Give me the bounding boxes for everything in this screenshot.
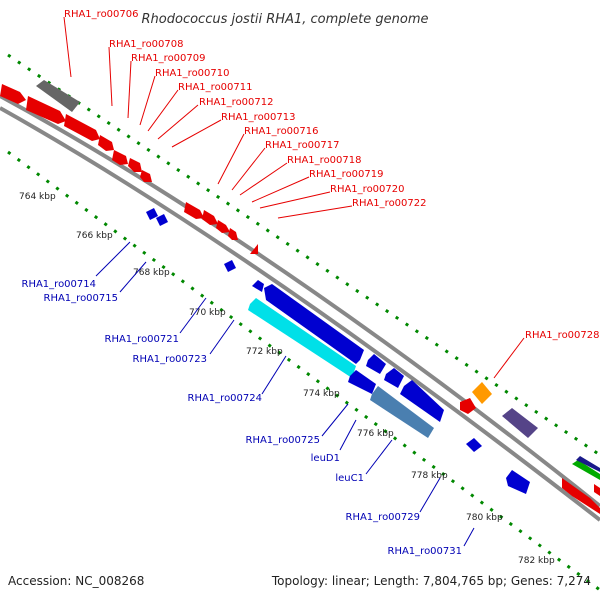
gene-feature[interactable] bbox=[26, 96, 66, 124]
gene-feature[interactable] bbox=[64, 114, 100, 141]
tick-label: 772 kbp bbox=[246, 347, 283, 357]
gene-feature[interactable] bbox=[224, 260, 236, 272]
gene-label[interactable]: RHA1_ro00725 bbox=[246, 435, 321, 446]
gene-label[interactable]: RHA1_ro00720 bbox=[330, 184, 405, 195]
gene-feature-navy[interactable] bbox=[576, 456, 600, 472]
gene-feature[interactable] bbox=[348, 370, 376, 394]
tick-label: 776 kbp bbox=[357, 429, 394, 439]
gene-label[interactable]: RHA1_ro00713 bbox=[221, 112, 296, 123]
gene-feature[interactable] bbox=[216, 220, 230, 233]
gene-feature-gray[interactable] bbox=[36, 80, 80, 112]
gene-feature[interactable] bbox=[460, 398, 476, 414]
gene-label[interactable]: RHA1_ro00722 bbox=[352, 198, 427, 209]
forward-genes bbox=[0, 84, 600, 514]
gene-feature[interactable] bbox=[0, 84, 26, 104]
gene-feature[interactable] bbox=[184, 202, 204, 219]
gene-label[interactable]: RHA1_ro00708 bbox=[109, 39, 184, 50]
track-dots-outer-reverse bbox=[7, 150, 600, 592]
gene-feature[interactable] bbox=[562, 478, 600, 514]
genome-backbone-outer bbox=[0, 94, 600, 508]
gene-label[interactable]: RHA1_ro00724 bbox=[188, 393, 263, 404]
gene-feature[interactable] bbox=[466, 438, 482, 452]
gene-label[interactable]: RHA1_ro00711 bbox=[178, 82, 253, 93]
gene-label[interactable]: leuC1 bbox=[335, 473, 364, 484]
gene-label[interactable]: RHA1_ro00709 bbox=[131, 53, 206, 64]
gene-label[interactable]: RHA1_ro00717 bbox=[265, 140, 340, 151]
genome-title: Rhodococcus jostii RHA1, complete genome bbox=[142, 12, 429, 27]
gene-label[interactable]: RHA1_ro00721 bbox=[105, 334, 180, 345]
gene-feature[interactable] bbox=[228, 228, 238, 240]
gene-feature[interactable] bbox=[264, 284, 364, 364]
gene-feature-steel[interactable] bbox=[370, 386, 434, 438]
tick-label: 764 kbp bbox=[19, 192, 56, 202]
gene-feature[interactable] bbox=[252, 280, 264, 292]
gene-feature[interactable] bbox=[202, 210, 218, 225]
coordinate-ticks: 764 kbp 766 kbp 768 kbp 770 kbp 772 kbp … bbox=[19, 192, 555, 566]
gene-feature[interactable] bbox=[366, 354, 386, 374]
gene-feature[interactable] bbox=[98, 135, 114, 151]
gene-label[interactable]: RHA1_ro00712 bbox=[199, 97, 274, 108]
accession-text: Accession: NC_008268 bbox=[8, 574, 144, 588]
gene-label[interactable]: RHA1_ro00714 bbox=[22, 279, 97, 290]
forward-gene-labels: RHA1_ro00706 RHA1_ro00708 RHA1_ro00709 R… bbox=[64, 9, 600, 341]
reverse-callouts bbox=[95, 241, 475, 547]
gene-feature-green[interactable] bbox=[572, 460, 600, 480]
gene-label[interactable]: RHA1_ro00723 bbox=[133, 354, 208, 365]
tick-label: 774 kbp bbox=[303, 389, 340, 399]
gene-label[interactable]: RHA1_ro00706 bbox=[64, 9, 139, 20]
forward-callouts bbox=[63, 16, 525, 379]
tick-label: 766 kbp bbox=[76, 231, 113, 241]
gene-feature-purple[interactable] bbox=[502, 408, 538, 438]
gene-feature[interactable] bbox=[400, 380, 444, 422]
gene-feature[interactable] bbox=[384, 368, 404, 388]
gene-feature[interactable] bbox=[112, 150, 128, 165]
gene-label[interactable]: RHA1_ro00728 bbox=[525, 330, 600, 341]
gene-feature-cyan[interactable] bbox=[248, 298, 356, 378]
gene-feature[interactable] bbox=[146, 208, 158, 220]
genome-backbone-inner bbox=[0, 106, 600, 522]
gene-feature[interactable] bbox=[594, 484, 600, 496]
gene-feature[interactable] bbox=[128, 158, 142, 172]
tick-label: 778 kbp bbox=[411, 471, 448, 481]
gene-label[interactable]: RHA1_ro00715 bbox=[44, 293, 119, 304]
gene-label[interactable]: RHA1_ro00710 bbox=[155, 68, 230, 79]
gene-label[interactable]: RHA1_ro00719 bbox=[309, 169, 384, 180]
gene-label[interactable]: RHA1_ro00716 bbox=[244, 126, 319, 137]
gene-feature[interactable] bbox=[506, 470, 530, 494]
tick-label: 782 kbp bbox=[518, 556, 555, 566]
gene-feature[interactable] bbox=[250, 244, 258, 254]
tick-label: 768 kbp bbox=[133, 268, 170, 278]
gene-feature[interactable] bbox=[156, 214, 168, 226]
gene-label[interactable]: RHA1_ro00731 bbox=[388, 546, 463, 557]
tick-label: 780 kbp bbox=[466, 513, 503, 523]
topology-text: Topology: linear; Length: 7,804,765 bp; … bbox=[271, 574, 591, 588]
tick-label: 770 kbp bbox=[189, 308, 226, 318]
gene-feature[interactable] bbox=[140, 170, 152, 182]
reverse-gene-labels: RHA1_ro00714 RHA1_ro00715 RHA1_ro00721 R… bbox=[22, 279, 463, 557]
reverse-genes bbox=[146, 208, 530, 494]
gene-label[interactable]: RHA1_ro00729 bbox=[346, 512, 421, 523]
gene-feature-orange[interactable] bbox=[472, 382, 492, 404]
gene-label[interactable]: RHA1_ro00718 bbox=[287, 155, 362, 166]
gene-label[interactable]: leuD1 bbox=[311, 453, 340, 464]
